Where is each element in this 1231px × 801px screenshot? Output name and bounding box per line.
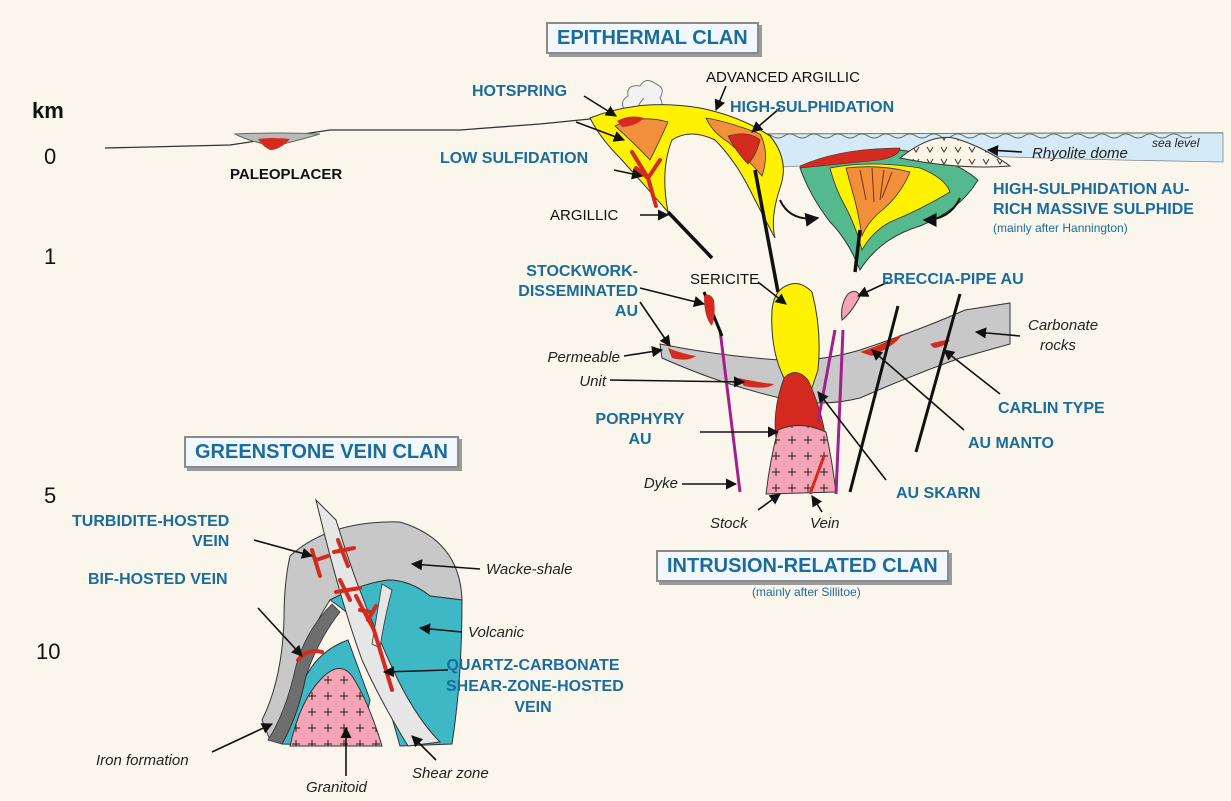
depth-tick-0: 0 (44, 146, 56, 168)
stock-label: Stock (710, 516, 748, 531)
breccia-pipe-label: BRECCIA-PIPE AU (882, 272, 1024, 288)
dyke-right (836, 330, 843, 494)
au-skarn-label: AU SKARN (896, 486, 980, 502)
unit-label: Unit (500, 374, 606, 389)
depth-tick-5: 5 (44, 485, 56, 507)
granitoid-label: Granitoid (306, 780, 367, 795)
low-sulfidation-label: LOW SULFIDATION (440, 151, 588, 167)
convection-arrow-left (780, 200, 818, 219)
arrow-carlin (944, 350, 1000, 394)
paleoplacer-label: PALEOPLACER (230, 167, 342, 182)
carlin-type-label: CARLIN TYPE (998, 401, 1105, 417)
breccia-pipe (842, 291, 860, 320)
depth-tick-1: 1 (44, 246, 56, 268)
vein-label: Vein (810, 516, 839, 531)
stock-intrusion (766, 425, 836, 494)
carbonate-line2: rocks (1040, 338, 1076, 353)
sericite-label: SERICITE (690, 272, 759, 287)
au-manto-label: AU MANTO (968, 436, 1054, 452)
advanced-argillic-label: ADVANCED ARGILLIC (706, 70, 860, 85)
hs-massive-line2: RICH MASSIVE SULPHIDE (993, 202, 1194, 218)
feeder-fault-left (668, 212, 712, 258)
rhyolite-dome-label: Rhyolite dome (1032, 146, 1128, 161)
intrusion-clan-title: INTRUSION-RELATED CLAN (656, 550, 949, 582)
qc-line1: QUARTZ-CARBONATE (446, 658, 620, 674)
depth-axis-unit: km (32, 100, 64, 122)
volcanic-label: Volcanic (468, 625, 524, 640)
depth-tick-10: 10 (36, 641, 60, 663)
epithermal-clan-title: EPITHERMAL CLAN (546, 22, 759, 54)
sea-level-label: sea level (1152, 137, 1199, 149)
arrow-permeable (624, 350, 662, 356)
shear-zone-label: Shear zone (412, 766, 489, 781)
arrow-stockwork (640, 288, 704, 304)
bif-hosted-label: BIF-HOSTED VEIN (88, 572, 228, 588)
stockwork-ore (704, 295, 715, 326)
iron-formation-label: Iron formation (96, 753, 189, 768)
porphyry-line2: AU (590, 432, 690, 448)
hotspring-label: HOTSPRING (472, 84, 567, 100)
turbidite-line2: VEIN (192, 534, 229, 550)
dyke-label: Dyke (600, 476, 678, 491)
stockwork-line1: STOCKWORK- (510, 264, 638, 280)
argillic-label: ARGILLIC (550, 208, 618, 223)
greenstone-clan-title: GREENSTONE VEIN CLAN (184, 436, 459, 468)
carbonate-line1: Carbonate (1028, 318, 1098, 333)
qc-line2: SHEAR-ZONE-HOSTED (446, 679, 620, 695)
arrow-advanced-argillic-1 (716, 86, 726, 110)
permeable-label: Permeable (500, 350, 620, 365)
intrusion-clan-note: (mainly after Sillitoe) (752, 586, 861, 598)
porphyry-line1: PORPHYRY (590, 412, 690, 428)
stockwork-line3: AU (510, 304, 638, 320)
arrow-iron-formation (212, 724, 272, 752)
high-sulphidation-label: HIGH-SULPHIDATION (730, 100, 894, 116)
arrow-stockwork-2 (640, 302, 670, 346)
arrow-hotspring (584, 96, 616, 116)
wacke-shale-label: Wacke-shale (486, 562, 572, 577)
arrow-stock (758, 494, 780, 510)
hs-massive-note: (mainly after Hannington) (993, 222, 1128, 234)
arrow-vein (812, 496, 822, 512)
stockwork-line2: DISSEMINATED (510, 284, 638, 300)
qc-line3: VEIN (446, 700, 620, 716)
turbidite-line1: TURBIDITE-HOSTED (72, 514, 229, 530)
dyke-left (720, 330, 740, 492)
manto-fault (916, 294, 960, 452)
hs-massive-line1: HIGH-SULPHIDATION AU- (993, 182, 1189, 198)
